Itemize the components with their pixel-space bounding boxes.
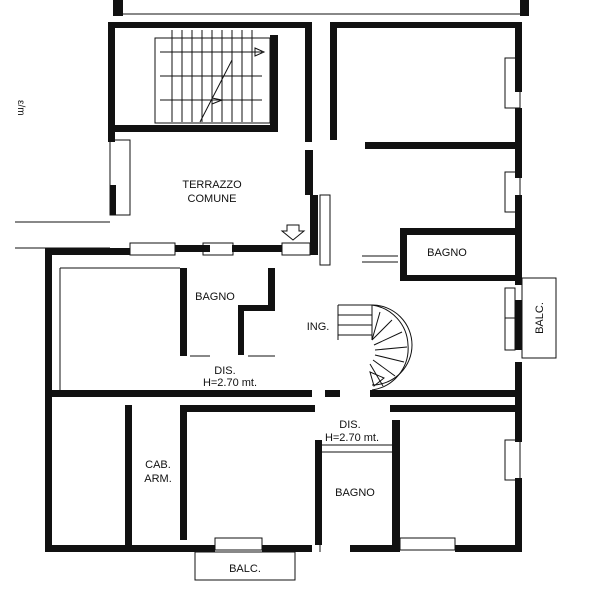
- dis-left-label-line2: H=2.70 mt.: [203, 377, 257, 389]
- dis-center-label-line2: H=2.70 mt.: [325, 432, 379, 444]
- window-marks: [129, 242, 516, 351]
- stair-block: [108, 30, 278, 132]
- bath-top-right-walls: [362, 228, 515, 281]
- bath-bottom-label: BAGNO: [335, 487, 375, 499]
- cab-arm-label-line1: CAB.: [145, 459, 171, 471]
- terrace-label-line1: TERRAZZO: [182, 179, 242, 191]
- stair-treads: [160, 30, 266, 123]
- balcony-right-label: BALC.: [534, 302, 546, 334]
- outer-walls: [15, 22, 522, 552]
- corridor-walls: [52, 267, 520, 397]
- lower-rooms: [125, 405, 521, 550]
- dis-left-label-line1: DIS.: [214, 365, 235, 377]
- balcony-right: [505, 277, 557, 359]
- terrace-label-line2: COMUNE: [188, 193, 237, 205]
- cab-arm-label-line2: ARM.: [144, 473, 172, 485]
- balcony-bottom-label: BALC.: [229, 563, 261, 575]
- bath-top-right-label: BAGNO: [427, 247, 467, 259]
- bath-left-label: BAGNO: [195, 291, 235, 303]
- balcony-bottom: [194, 525, 456, 581]
- spiral-stair: [337, 304, 413, 391]
- terrace-zone: [109, 22, 331, 266]
- entrance-label: ING.: [307, 321, 330, 333]
- bath-left-walls: [180, 268, 275, 357]
- dis-center-label-line1: DIS.: [339, 419, 360, 431]
- top-building-band: [113, 0, 529, 16]
- right-upper-rooms: [330, 22, 521, 213]
- entrance-arrow-icon: [280, 224, 306, 241]
- side-mark: ε/m: [15, 100, 26, 116]
